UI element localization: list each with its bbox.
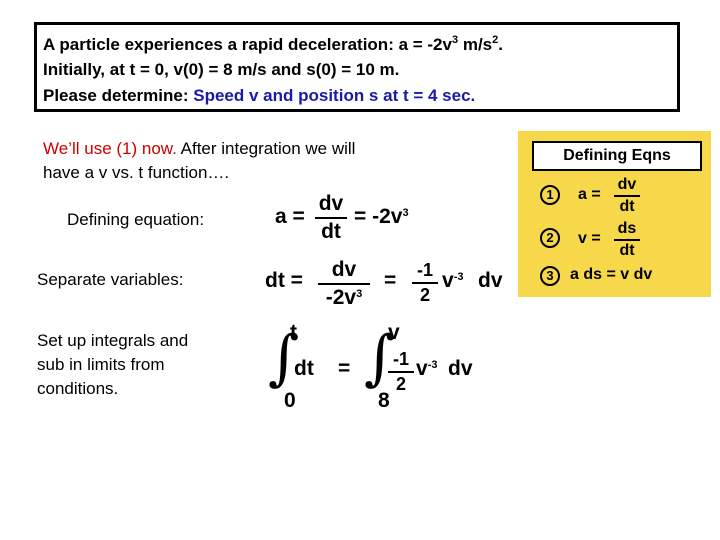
panel-eq2-lhs: v =: [578, 230, 601, 247]
eq3-dt: dt: [294, 357, 314, 380]
panel-title: Defining Eqns: [532, 141, 702, 171]
separate-variables-label: Separate variables:: [37, 270, 184, 289]
eq1-rhs: = -2v3: [354, 205, 409, 228]
eq2-equals: =: [384, 269, 397, 292]
eq3-upper-t: t: [290, 321, 297, 344]
eq2-fraction: dv-2v3: [318, 258, 370, 310]
problem-line-2: Initially, at t = 0, v(0) = 8 m/s and s(…: [43, 60, 400, 79]
problem-line-3: Please determine: Speed v and position s…: [43, 86, 476, 105]
eq1-lhs: a =: [275, 205, 305, 228]
integral-sign-right: ∫: [364, 323, 396, 393]
eqn-number-3: 3: [540, 266, 560, 286]
setup-label-line-1: Set up integrals and: [37, 331, 189, 350]
eq3-dv: dv: [448, 357, 473, 380]
problem-line-1: A particle experiences a rapid decelerat…: [43, 34, 503, 54]
intro-highlight: We’ll use (1) now.: [43, 139, 177, 158]
eq3-equals: =: [338, 357, 351, 380]
eqn-number-1: 1: [540, 185, 560, 205]
intro-line-1: We’ll use (1) now. After integration we …: [43, 139, 356, 158]
panel-eq1-lhs: a =: [578, 186, 601, 203]
eq3-lower-t: 0: [284, 389, 296, 412]
setup-label-line-3: conditions.: [37, 379, 119, 398]
eq2-v-term: v-3: [442, 269, 464, 292]
setup-label-line-2: sub in limits from: [37, 355, 165, 374]
problem-goal: Speed v and position s at t = 4 sec.: [193, 86, 476, 105]
eq3-lower-v: 8: [378, 389, 390, 412]
eq3-v-term: v-3: [416, 357, 438, 380]
eq2-dv: dv: [478, 269, 503, 292]
eqn-number-2: 2: [540, 228, 560, 248]
problem-box: [34, 22, 680, 112]
defining-equation-label: Defining equation:: [67, 210, 205, 229]
intro-line-2: have a v vs. t function….: [43, 163, 230, 182]
panel-eq3: a ds = v dv: [570, 266, 653, 283]
integral-sign-left: ∫: [268, 323, 300, 393]
eq2-lhs: dt =: [265, 269, 303, 292]
eq3-upper-v: v: [388, 321, 400, 344]
